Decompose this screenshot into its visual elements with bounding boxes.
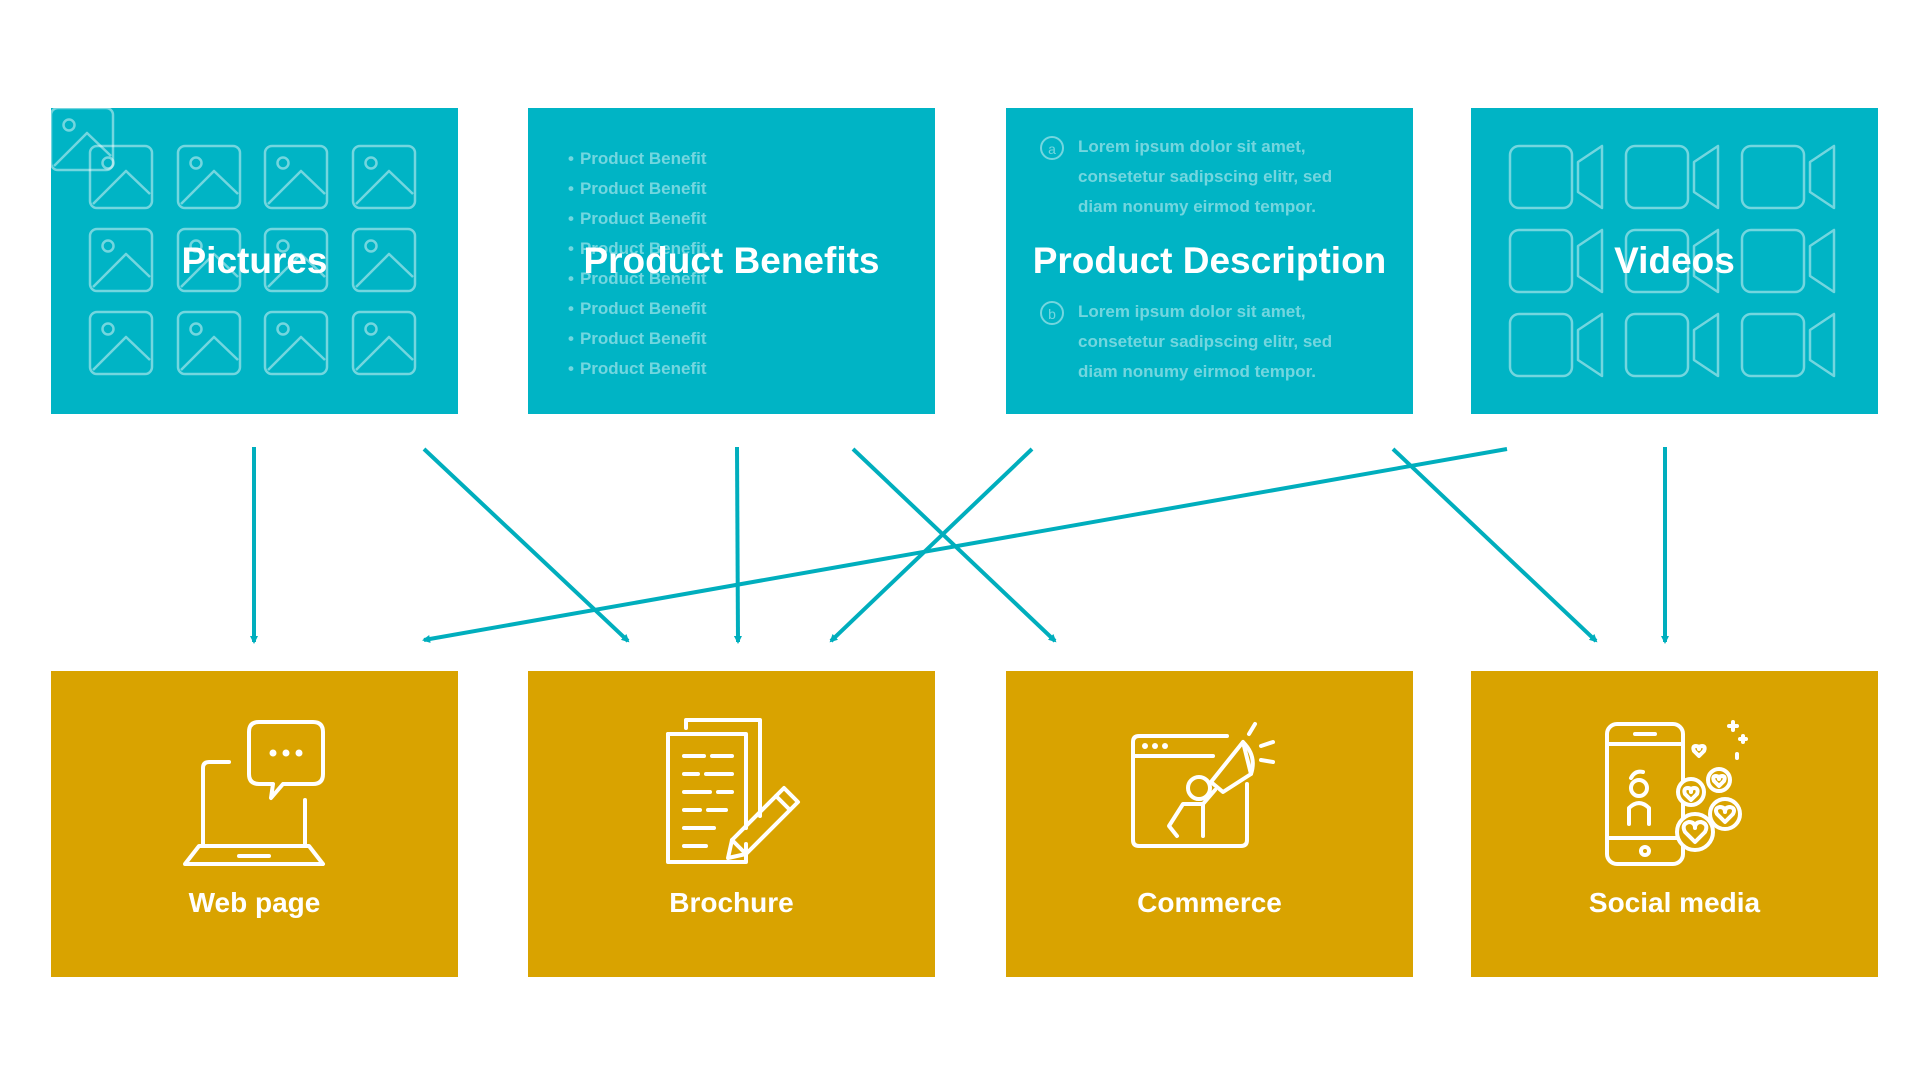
smartphone-hearts-icon — [1605, 720, 1748, 866]
target-box-commerce: Commerce — [1006, 671, 1413, 977]
source-box-videos: Videos — [1471, 108, 1878, 414]
paragraph-letter-b: b — [1040, 301, 1064, 325]
target-label-web-page: Web page — [188, 887, 321, 918]
arrow-benefits-to-commerce — [851, 447, 1057, 643]
arrow-benefits-to-brochure — [733, 446, 742, 644]
list-item: Product Benefit — [568, 174, 707, 204]
paragraph-text: Lorem ipsum dolor sit amet, consetetur s… — [1078, 137, 1333, 216]
source-box-product-benefits: Product Benefit Product Benefit Product … — [528, 108, 935, 414]
target-label-brochure: Brochure — [669, 887, 794, 918]
target-label-social-media: Social media — [1588, 887, 1761, 918]
browser-megaphone-icon — [1131, 722, 1275, 848]
source-title-pictures: Pictures — [181, 240, 328, 281]
list-item: Product Benefit — [568, 264, 707, 294]
target-box-web-page: Web page — [51, 671, 458, 977]
source-box-product-description: a Lorem ipsum dolor sit amet, consetetur… — [1006, 108, 1413, 414]
image-placeholder-grid-icon — [51, 108, 417, 376]
target-box-social-media: Social media — [1471, 671, 1878, 977]
arrow-description-to-social-media — [1391, 447, 1598, 643]
description-paragraph-b: b Lorem ipsum dolor sit amet, consetetur… — [1040, 297, 1380, 387]
list-item: Product Benefit — [568, 144, 707, 174]
list-item: Product Benefit — [568, 294, 707, 324]
arrow-videos-to-web-page — [422, 447, 1508, 643]
benefit-list: Product Benefit Product Benefit Product … — [568, 144, 707, 384]
source-box-pictures: Pictures — [51, 108, 458, 414]
description-paragraph-a: a Lorem ipsum dolor sit amet, consetetur… — [1040, 132, 1380, 222]
arrow-description-to-brochure — [829, 447, 1034, 643]
source-title-product-description: Product Description — [1032, 240, 1387, 281]
paragraph-text: Lorem ipsum dolor sit amet, consetetur s… — [1078, 302, 1333, 381]
paragraph-letter-a: a — [1040, 136, 1064, 160]
target-label-commerce: Commerce — [1137, 887, 1282, 918]
list-item: Product Benefit — [568, 204, 707, 234]
source-title-videos: Videos — [1614, 240, 1735, 281]
list-item: Product Benefit — [568, 324, 707, 354]
target-box-brochure: Brochure — [528, 671, 935, 977]
source-title-product-benefits: Product Benefits — [583, 240, 880, 281]
laptop-chat-icon — [183, 720, 325, 866]
arrow-pictures-to-brochure — [422, 447, 630, 643]
document-pencil-icon — [666, 718, 800, 864]
list-item: Product Benefit — [568, 234, 707, 264]
list-item: Product Benefit — [568, 354, 707, 384]
